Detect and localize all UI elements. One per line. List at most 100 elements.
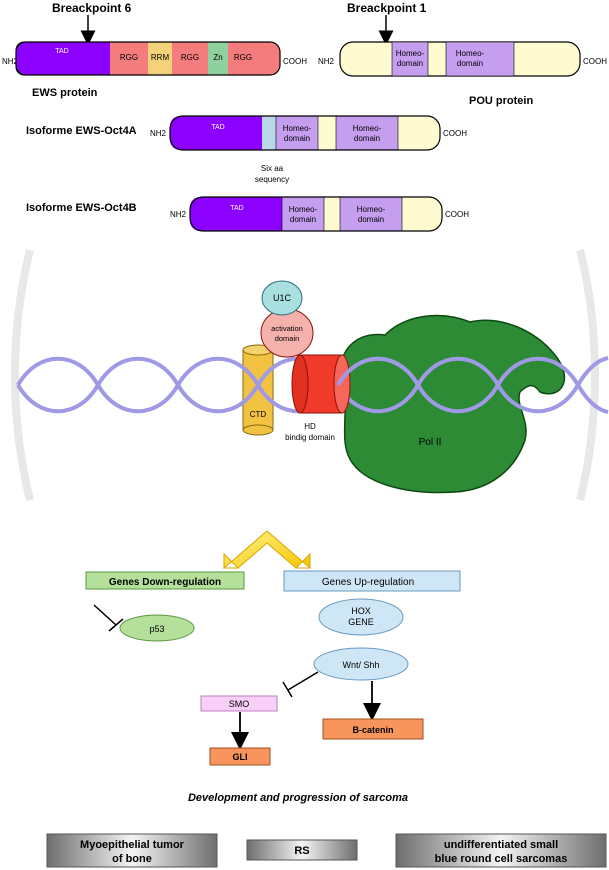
isoform-a-tad-label: TAD [211, 124, 224, 131]
wnt-shh-label: Wnt/ Shh [342, 660, 379, 670]
pou-cooh-label: COOH [583, 57, 607, 66]
hd-label-line2: bindig domain [285, 433, 335, 442]
pou-homeo-1-line2: domain [397, 59, 423, 68]
pou-protein-label: POU protein [469, 95, 533, 107]
ews-rgg-domain-1 [110, 42, 148, 75]
isoform-a-bar [169, 115, 441, 151]
pou-homeo-2 [445, 41, 515, 77]
pou-nh2-label: NH2 [318, 57, 335, 66]
isoform-a-outline [169, 115, 441, 151]
ews-nh2-label: NH2 [2, 57, 19, 66]
genes-up-label: Genes Up-regulation [322, 577, 414, 588]
inhibit-bar-p53 [108, 618, 124, 632]
six-aa-line1: Six aa [261, 164, 284, 173]
isoform-b-homeo-2-line1: Homeo- [357, 205, 386, 214]
development-label: Development and progression of sarcoma [188, 792, 408, 804]
hox-label-line1: HOX [351, 606, 371, 616]
isoform-b-homeo-2-line2: domain [358, 215, 384, 224]
activation-domain [260, 308, 314, 358]
genes-down-label: Genes Down-regulation [109, 577, 221, 588]
ews-rgg-label-3: RGG [234, 53, 252, 62]
ews-outline [15, 41, 281, 76]
gli-label: GLI [233, 752, 248, 762]
inhibit-line-smo [287, 671, 319, 691]
ews-zn-label: Zn [213, 53, 222, 62]
background-curve-left [11, 249, 34, 501]
smo-box [200, 695, 278, 712]
myoepithelial-line2: of bone [112, 853, 152, 865]
ews-tad-domain-fill [30, 42, 110, 75]
isoform-a-homeo-1 [275, 115, 319, 151]
ews-tad-label: TAD [55, 48, 68, 55]
hd-left [291, 354, 309, 414]
six-aa-line2: sequency [255, 175, 289, 184]
u1c-shape [261, 280, 303, 316]
ews-protein-label: EWS protein [32, 87, 98, 99]
isoform-b-homeo-1-line2: domain [290, 215, 316, 224]
hd-right [333, 354, 351, 414]
rs-label: RS [294, 845, 309, 857]
isoform-a-label: Isoforme EWS-Oct4A [26, 125, 137, 137]
isoform-b-homeo-2 [339, 196, 403, 232]
isoform-b-homeo-1 [281, 196, 325, 232]
genes-up-box [283, 570, 461, 592]
breakpoint-ews-label: Breackpoint 6 [52, 1, 132, 15]
ews-rgg-label-2: RGG [181, 53, 199, 62]
myoepithelial-box [46, 833, 218, 868]
bcatenin-box [322, 718, 424, 740]
hox-gene-node [318, 598, 404, 636]
ews-rgg-domain-2 [172, 42, 208, 75]
isoform-b-label: Isoforme EWS-Oct4B [26, 202, 137, 214]
background-curve-right [576, 249, 599, 501]
ews-cooh-label: COOH [283, 57, 307, 66]
isoform-a-cooh: COOH [443, 129, 467, 138]
pou-homeo-1-line1: Homeo- [396, 49, 425, 58]
activation-label-line1: activation [271, 324, 303, 333]
ctd-bottom [242, 424, 274, 436]
genes-down-box [85, 571, 245, 590]
breakpoint-pou-label: Breackpoint 1 [347, 1, 427, 15]
ews-rgg-end [250, 42, 280, 75]
isoform-b-nh2: NH2 [170, 210, 187, 219]
isoform-b-cooh: COOH [445, 210, 469, 219]
ctd-label: CTD [250, 410, 267, 419]
isoform-a-tad-fill [190, 116, 262, 150]
p53-node [119, 614, 195, 642]
rs-box [246, 839, 358, 861]
pou-homeo-2-line2: domain [457, 59, 483, 68]
isoform-a-homeo-1-line2: domain [284, 134, 310, 143]
smo-label: SMO [229, 699, 250, 709]
yellow-arrow-shape [222, 530, 312, 569]
isoform-a-homeo-2 [335, 115, 399, 151]
inhibit-line-p53 [93, 604, 117, 626]
hd-label-line1: HD [304, 422, 316, 431]
isoform-a-six-aa [262, 116, 276, 150]
isoform-a-homeo-2-line2: domain [354, 134, 380, 143]
ctd-cylinder [242, 344, 274, 436]
ews-rrm-label: RRM [151, 53, 170, 62]
ews-protein-bar [15, 41, 281, 76]
isoform-a-homeo-1-line1: Homeo- [283, 124, 312, 133]
inhibit-bar-smo [282, 681, 293, 698]
ews-rrm-domain [148, 42, 172, 75]
pou-protein-bar [339, 41, 581, 77]
ews-zn-domain [208, 42, 228, 75]
undifferentiated-line1: undifferentiated small [444, 839, 558, 851]
dna-overlap [336, 356, 420, 387]
activation-label-line2: domain [275, 334, 300, 343]
undifferentiated-box [395, 833, 607, 868]
bcatenin-label: B-catenin [352, 725, 393, 735]
isoform-a-homeo-2-line1: Homeo- [353, 124, 382, 133]
ews-rgg-label-1: RGG [120, 53, 138, 62]
pol2-blob [339, 314, 566, 494]
myoepithelial-line1: Myoepithelial tumor [80, 839, 185, 851]
isoform-b-tad-label: TAD [230, 205, 243, 212]
pou-homeo-1 [391, 41, 429, 77]
isoform-b-tad-fill [210, 197, 282, 231]
pol2-label: Pol II [419, 437, 442, 448]
isoform-a-nh2: NH2 [150, 129, 167, 138]
isoform-b-homeo-1-line1: Homeo- [289, 205, 318, 214]
isoform-b-outline [189, 196, 443, 232]
gli-box [209, 747, 271, 766]
